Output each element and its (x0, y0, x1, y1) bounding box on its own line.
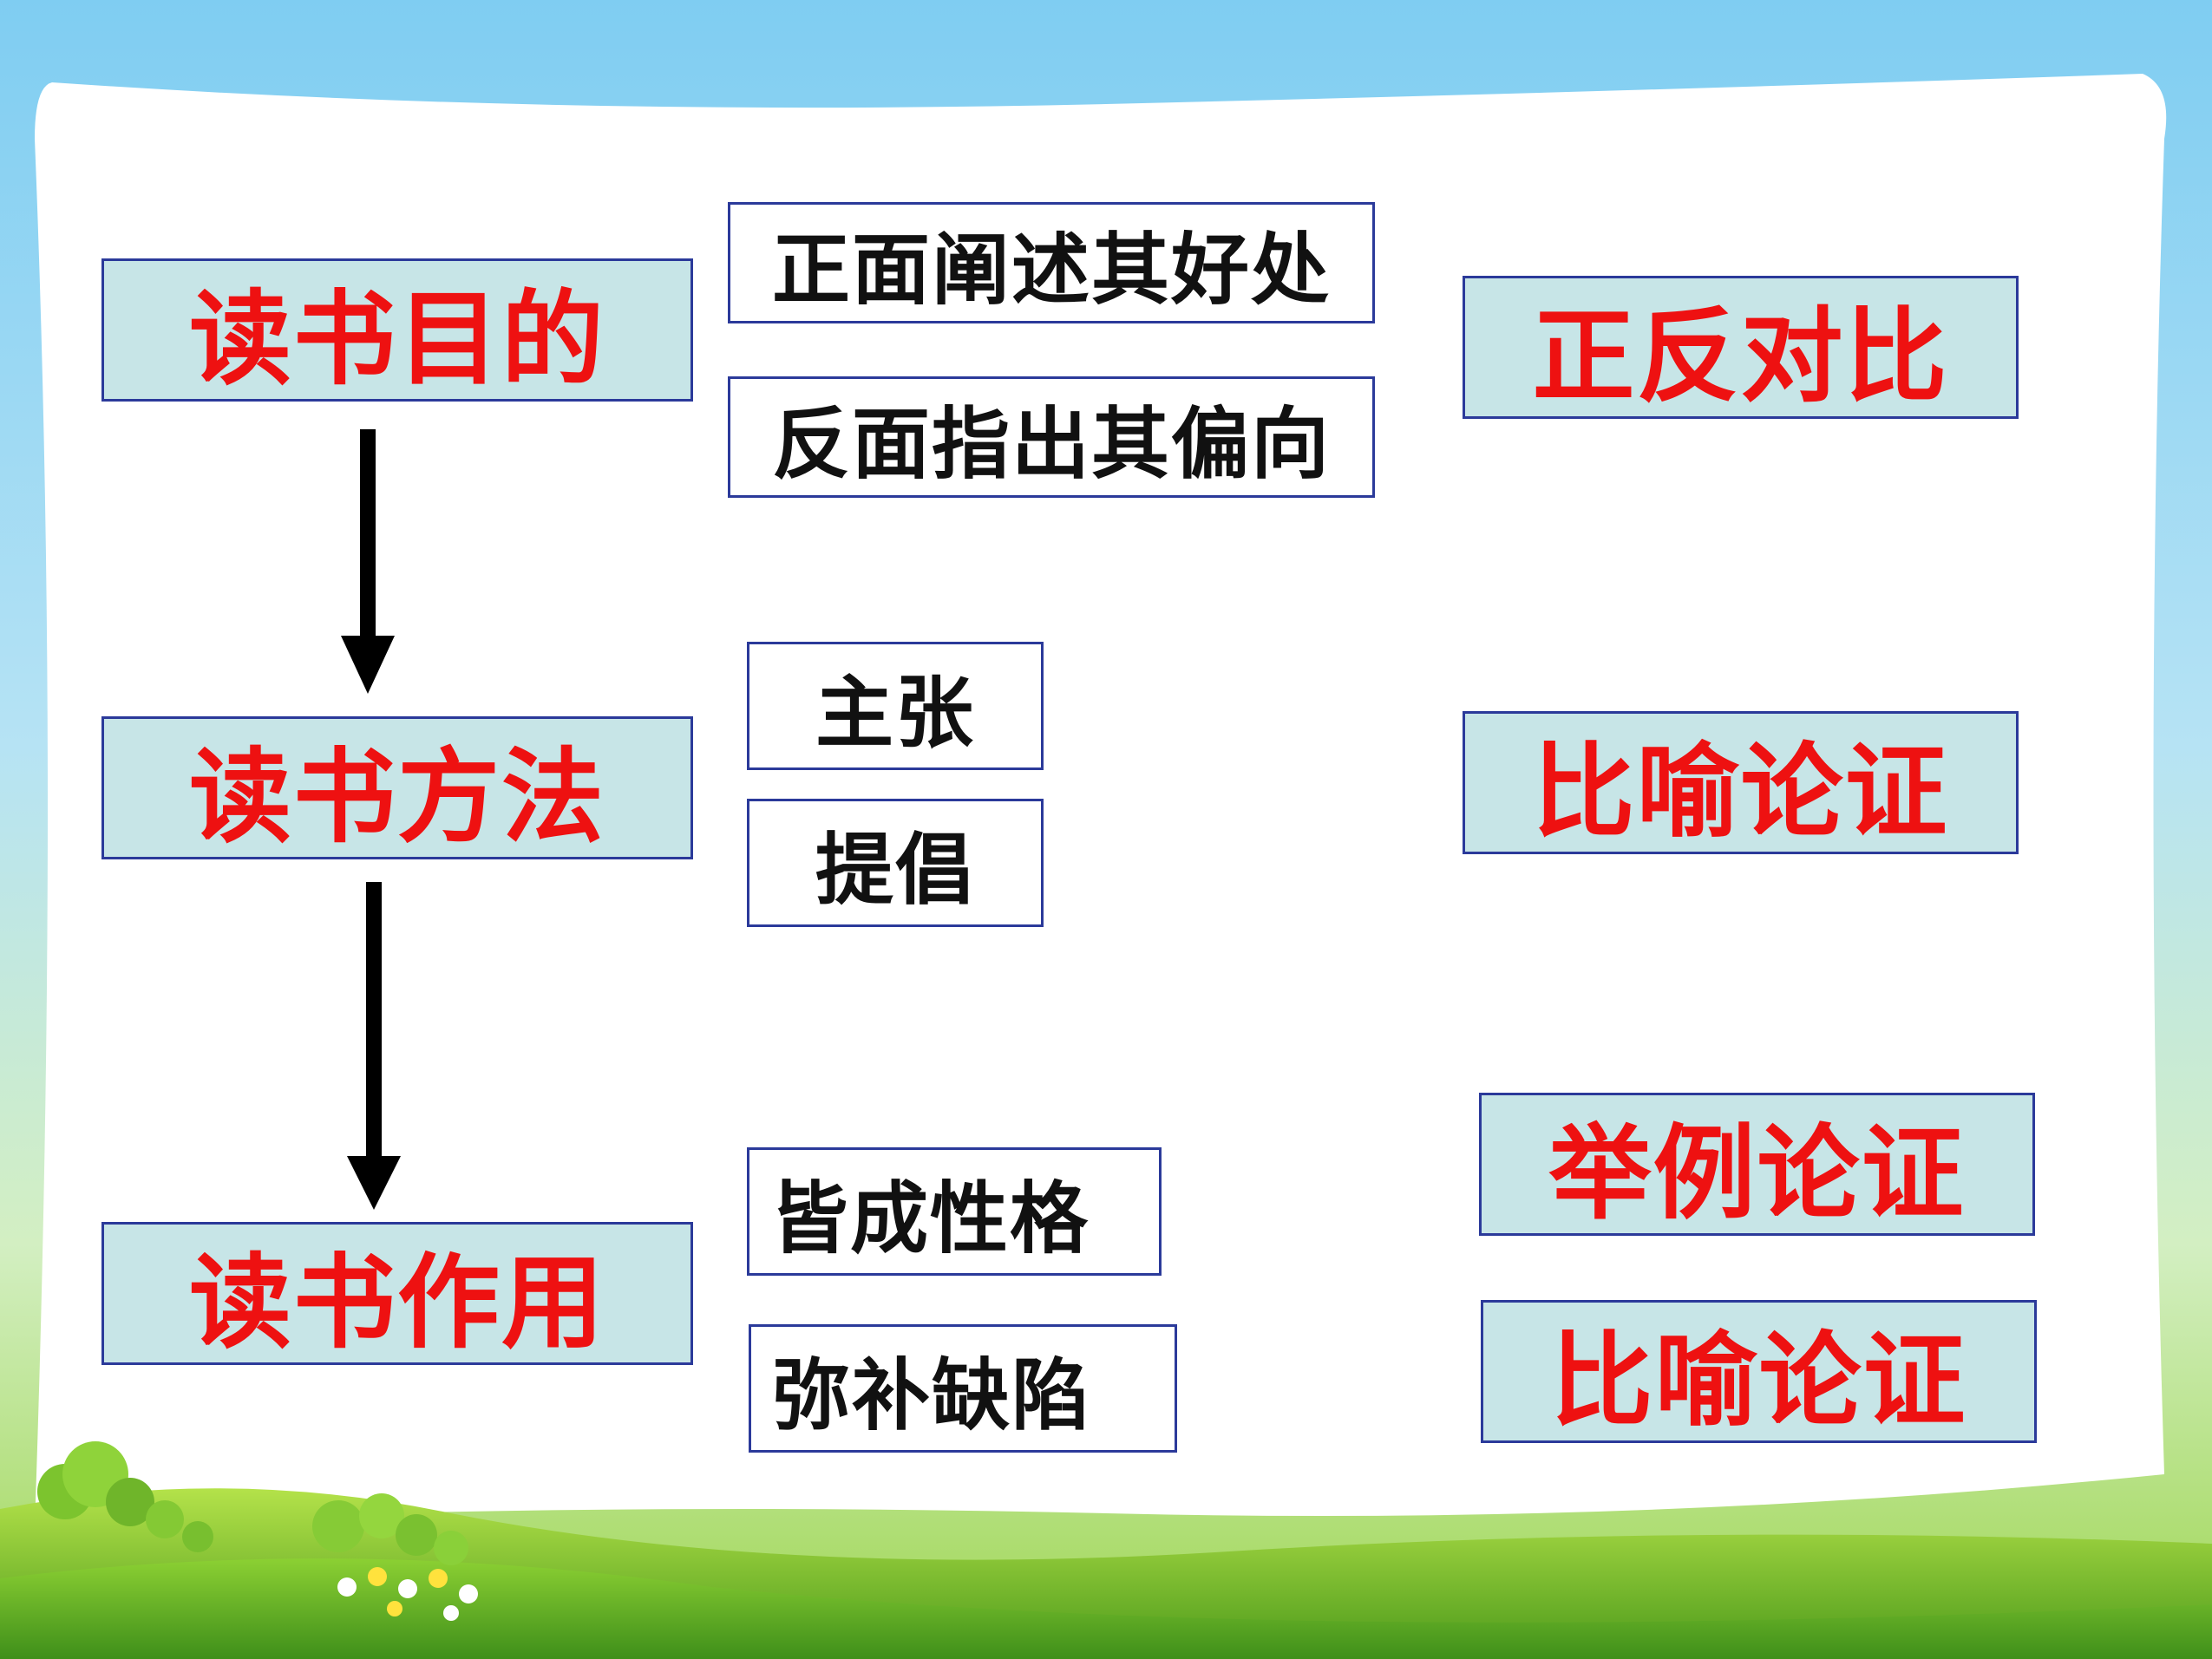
topic-reading-purpose: 读书目的 (101, 258, 693, 402)
flowers-decoration (337, 1567, 478, 1621)
detail-label: 弥补缺陷 (772, 1350, 1091, 1441)
grass-hill-front (0, 1558, 2212, 1659)
topic-reading-method: 读书方法 (101, 716, 693, 859)
method-label: 比喻论证 (1532, 732, 1949, 852)
method-example: 举例论证 (1479, 1093, 2035, 1236)
detail-remedy: 弥补缺陷 (749, 1324, 1177, 1453)
down-arrow-2 (347, 882, 401, 1210)
detail-label: 主张 (815, 668, 975, 759)
method-metaphor-2: 比喻论证 (1481, 1300, 2037, 1443)
detail-promote: 提倡 (747, 799, 1044, 927)
detail-positive: 正面阐述其好处 (728, 202, 1375, 323)
detail-character: 皆成性格 (747, 1147, 1162, 1276)
topic-label: 读书方法 (188, 737, 605, 857)
topic-label: 读书目的 (188, 279, 605, 399)
topic-reading-effect: 读书作用 (101, 1222, 693, 1365)
detail-advocate: 主张 (747, 642, 1044, 770)
detail-label: 反面指出其偏向 (772, 399, 1331, 490)
topic-label: 读书作用 (188, 1243, 605, 1362)
trees-decoration (37, 1441, 468, 1565)
method-contrast: 正反对比 (1463, 276, 2019, 419)
detail-label: 提倡 (815, 825, 975, 916)
detail-label: 正面阐述其好处 (772, 225, 1331, 316)
method-label: 比喻论证 (1550, 1321, 1967, 1440)
method-label: 举例论证 (1548, 1114, 1966, 1233)
detail-negative: 反面指出其偏向 (728, 376, 1375, 498)
down-arrow-1 (341, 429, 395, 694)
method-label: 正反对比 (1532, 297, 1949, 416)
method-metaphor: 比喻论证 (1463, 711, 2019, 854)
detail-label: 皆成性格 (770, 1173, 1090, 1264)
